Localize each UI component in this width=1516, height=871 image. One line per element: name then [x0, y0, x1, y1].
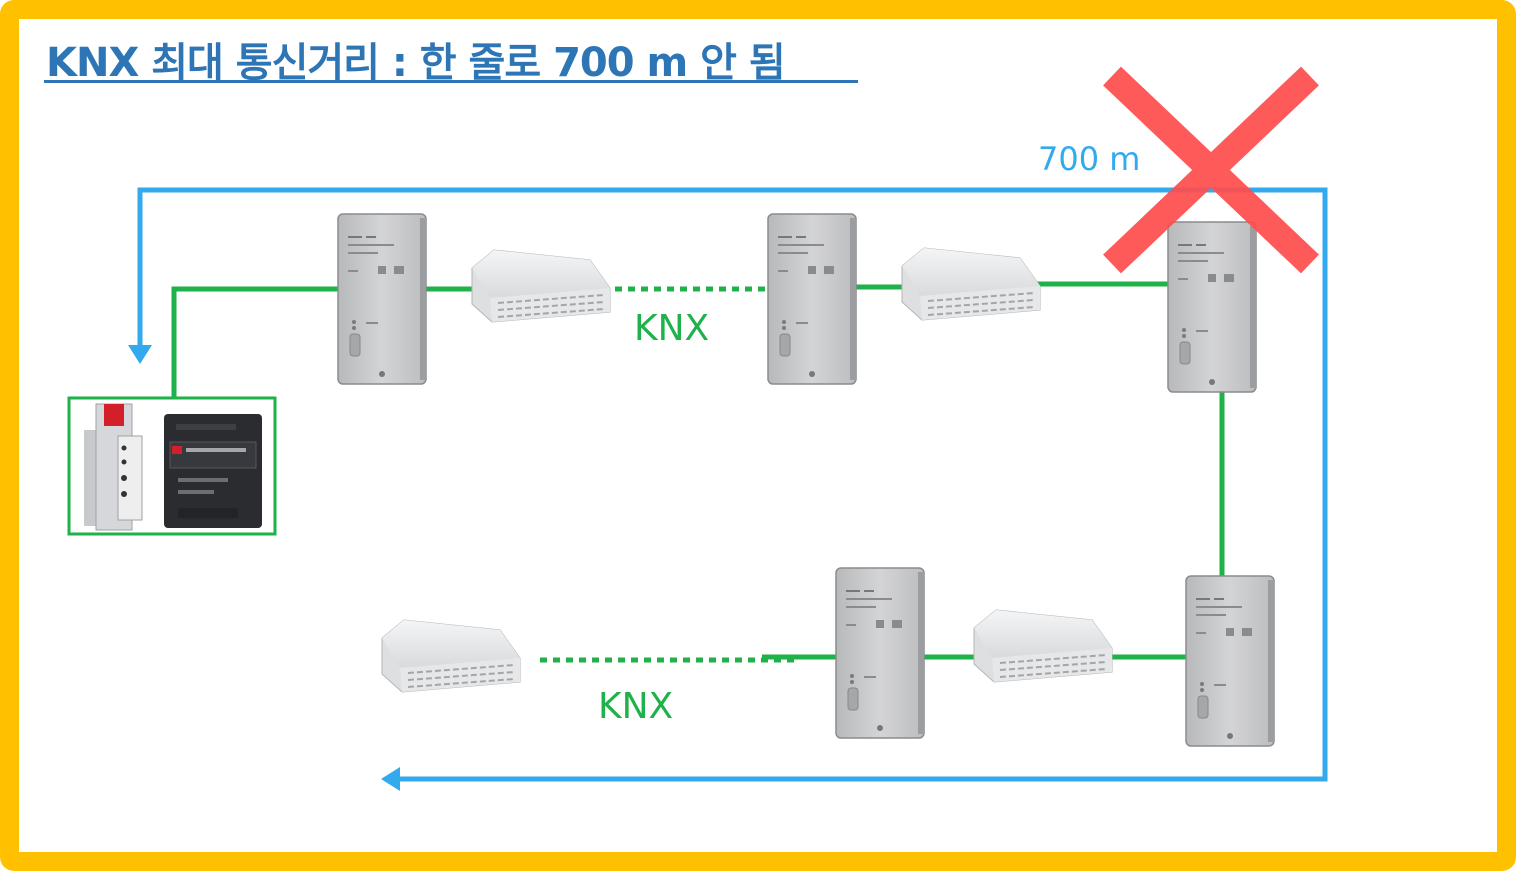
distance-arrow-down	[128, 345, 152, 364]
knx-bus-label: KNX	[634, 308, 709, 349]
title-underline	[44, 80, 858, 83]
controller-icon	[1185, 575, 1275, 747]
red-x-mark-icon	[1103, 66, 1319, 274]
indoor-unit-icon	[901, 247, 1041, 321]
distance-label: 700 m	[1038, 140, 1140, 178]
indoor-unit-icon	[471, 249, 611, 323]
indoor-unit-icon	[381, 619, 521, 693]
distance-arrow-left	[381, 767, 400, 791]
knx-bus-label: KNX	[598, 686, 673, 727]
knx-bus-lines	[171, 281, 1225, 663]
controller-icon	[835, 567, 925, 739]
controller-icon	[767, 213, 857, 385]
controller-icon	[337, 213, 427, 385]
distance-line	[128, 187, 1328, 791]
power-supply-module-icon	[67, 396, 277, 536]
indoor-unit-icon	[973, 609, 1113, 683]
page-title: KNX 최대 통신거리 : 한 줄로 700 m 안 됨	[46, 40, 786, 86]
controller-icon	[1167, 221, 1257, 393]
